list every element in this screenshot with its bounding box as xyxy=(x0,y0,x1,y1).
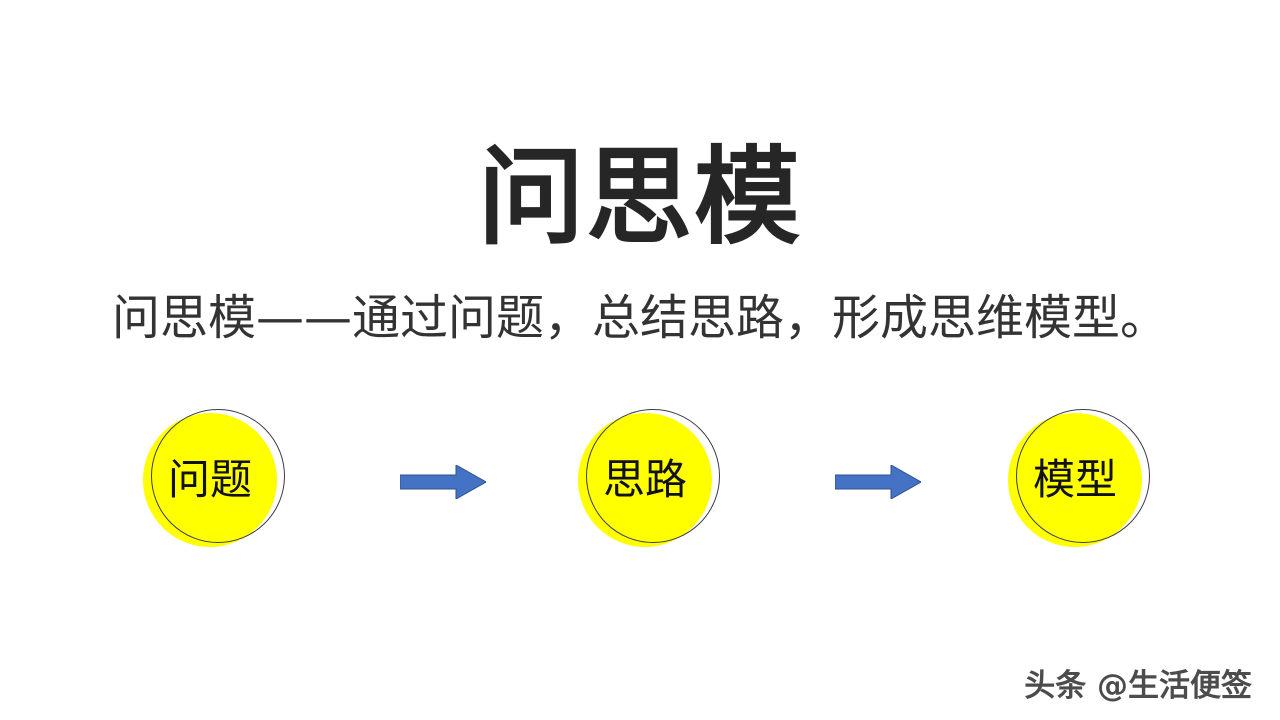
flow-node-model[interactable]: 模型 xyxy=(1000,405,1150,555)
page-title: 问思模 xyxy=(478,136,802,259)
arrow-right-icon xyxy=(835,465,921,499)
flow-node-problem[interactable]: 问题 xyxy=(135,405,285,555)
page-subtitle: 问思模——通过问题，总结思路，形成思维模型。 xyxy=(111,290,1168,346)
circle-outline-shape xyxy=(151,409,285,543)
circle-outline-shape xyxy=(586,409,720,543)
flow-node-idea[interactable]: 思路 xyxy=(570,405,720,555)
watermark: 头条 @生活便签 xyxy=(1024,668,1252,704)
arrow-right-icon xyxy=(400,465,486,499)
flow-diagram: 问题 思路 模型 xyxy=(0,405,1280,555)
flow-node-label: 思路 xyxy=(602,455,687,504)
flow-node-label: 模型 xyxy=(1032,455,1117,504)
flow-node-label: 问题 xyxy=(167,455,252,504)
circle-outline-shape xyxy=(1016,409,1150,543)
